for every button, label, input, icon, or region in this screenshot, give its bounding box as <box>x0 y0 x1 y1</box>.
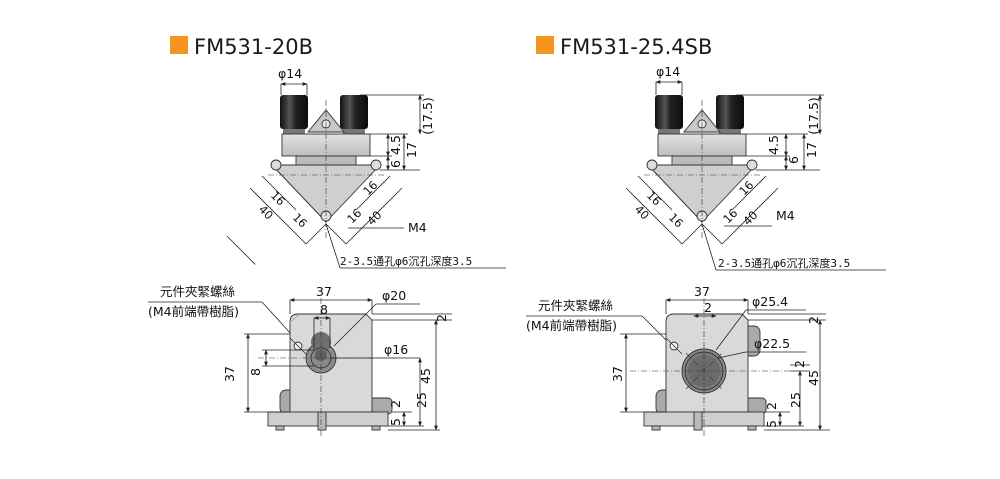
right-dim-40a: 40 <box>632 202 652 222</box>
right-dim-37-left: 37 <box>610 366 625 382</box>
right-dim-2-side: 2 <box>806 316 821 324</box>
left-view: FM531-20B φ14 <box>148 35 506 436</box>
left-m4-label: M4 <box>408 220 427 235</box>
left-dim-40a: 40 <box>256 202 276 222</box>
right-dim-175: (17.5) <box>806 97 821 135</box>
right-view: FM531-25.4SB φ14 <box>526 35 886 436</box>
title-marker-icon <box>170 36 188 54</box>
left-adjust-knob-1 <box>280 95 308 129</box>
left-dim-16c: 16 <box>344 206 364 226</box>
left-dim-45: 4.5 <box>388 135 403 155</box>
right-dim-37-top: 37 <box>694 284 710 299</box>
right-dim-bore: φ25.4 <box>752 294 788 309</box>
left-dim-17: 17 <box>404 142 419 158</box>
right-adjust-knob-2 <box>716 95 744 129</box>
right-hole-note: 2-3.5通孔φ6沉孔深度3.5 <box>718 256 850 270</box>
right-dim-45-right: 45 <box>806 370 821 386</box>
right-adjust-knob-1 <box>655 95 683 129</box>
left-dim-bore2: φ16 <box>384 342 408 357</box>
left-title: FM531-20B <box>194 35 313 59</box>
title-marker-icon <box>536 36 554 54</box>
left-dim-8-top: 8 <box>320 302 328 317</box>
left-dim-2-low: 2 <box>388 400 403 408</box>
left-dim-5: 5 <box>388 418 403 426</box>
right-front-view: 元件夾緊螺絲 (M4前端帶樹脂) 37 2 <box>526 284 830 436</box>
right-dim-25: 25 <box>788 392 803 408</box>
right-dim-2-top: 2 <box>704 300 712 315</box>
right-dim-16a: 16 <box>644 188 664 208</box>
right-dim-2-low: 2 <box>764 402 779 410</box>
left-dim-40b: 40 <box>364 208 384 228</box>
right-clamp-label-2: (M4前端帶樹脂) <box>526 318 617 333</box>
left-dim-2-side: 2 <box>434 314 449 322</box>
left-knob-dia-label: φ14 <box>278 66 302 81</box>
right-dim-6: 6 <box>786 156 801 164</box>
right-dim-bore2: φ22.5 <box>754 336 790 351</box>
left-front-view: 元件夾緊螺絲 (M4前端帶樹脂) <box>148 284 452 436</box>
right-dim-17: 17 <box>804 142 819 158</box>
right-title: FM531-25.4SB <box>560 35 712 59</box>
left-clamp-label-2: (M4前端帶樹脂) <box>148 304 239 319</box>
left-dim-16a: 16 <box>268 188 288 208</box>
left-clamp-label-1: 元件夾緊螺絲 <box>160 284 236 299</box>
right-knob-dia-label: φ14 <box>656 64 680 79</box>
left-dim-16b: 16 <box>290 210 310 230</box>
right-dim-16b: 16 <box>666 210 686 230</box>
right-clamp-label-1: 元件夾緊螺絲 <box>538 298 614 313</box>
right-dim-40b: 40 <box>740 208 760 228</box>
right-dim-5: 5 <box>764 420 779 428</box>
right-m4-label: M4 <box>776 208 795 223</box>
right-dim-16c: 16 <box>720 206 740 226</box>
left-dim-6: 6 <box>388 160 403 168</box>
left-dim-37-top: 37 <box>316 284 332 299</box>
left-top-view: φ14 <box>226 66 506 269</box>
left-adjust-knob-2 <box>340 95 368 129</box>
right-dim-2-mid: 2 <box>792 360 807 368</box>
left-dim-8-left: 8 <box>248 368 263 376</box>
left-dim-25: 25 <box>414 392 429 408</box>
left-hole-note: 2-3.5通孔φ6沉孔深度3.5 <box>340 254 472 268</box>
right-dim-45: 4.5 <box>766 135 781 155</box>
left-dim-175: (17.5) <box>420 97 435 135</box>
left-dim-bore: φ20 <box>382 288 406 303</box>
right-top-view: φ14 (17.5) <box>625 64 886 271</box>
left-dim-37-left: 37 <box>222 366 237 382</box>
